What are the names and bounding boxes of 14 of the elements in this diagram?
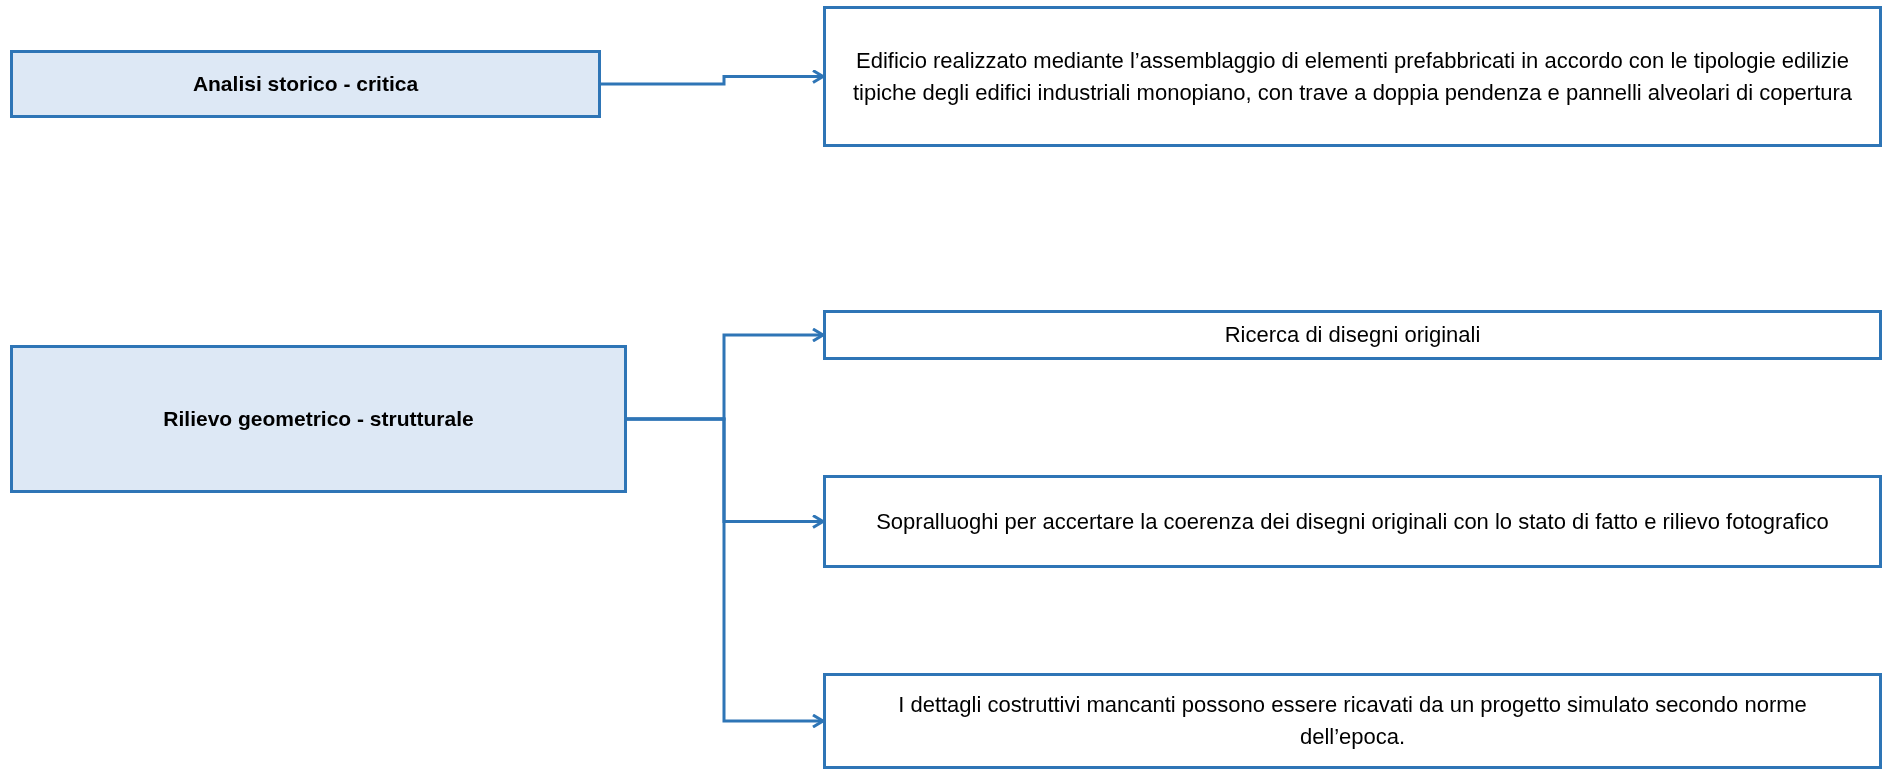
box-text: Rilievo geometrico - strutturale [163, 405, 474, 432]
box-text: Analisi storico - critica [192, 70, 419, 97]
process-box [823, 6, 1882, 147]
process-box [823, 475, 1882, 568]
process-box [823, 310, 1882, 360]
box-text: I dettagli costruttivi mancanti possono essere ricavati da un progetto simulato secondo norme dell’epoca. [897, 691, 1808, 751]
process-box [10, 50, 601, 118]
arrow [627, 417, 825, 729]
arrow [601, 69, 825, 86]
process-box [823, 673, 1882, 769]
process-box [10, 345, 627, 493]
box-text: Edificio realizzato mediante l’assemblaggio di elementi prefabbricati in accordo con le tipologie edilizie tipiche degli edifici industriali monopiano, con trave a doppia pendenza e pannelli alveolari di copertura [851, 46, 1854, 107]
box-text: Sopralluoghi per accertare la coerenza dei disegni originali con lo stato di fatto e rilievo fotografico [876, 507, 1829, 536]
box-text: Ricerca di disegni originali [1224, 321, 1481, 350]
